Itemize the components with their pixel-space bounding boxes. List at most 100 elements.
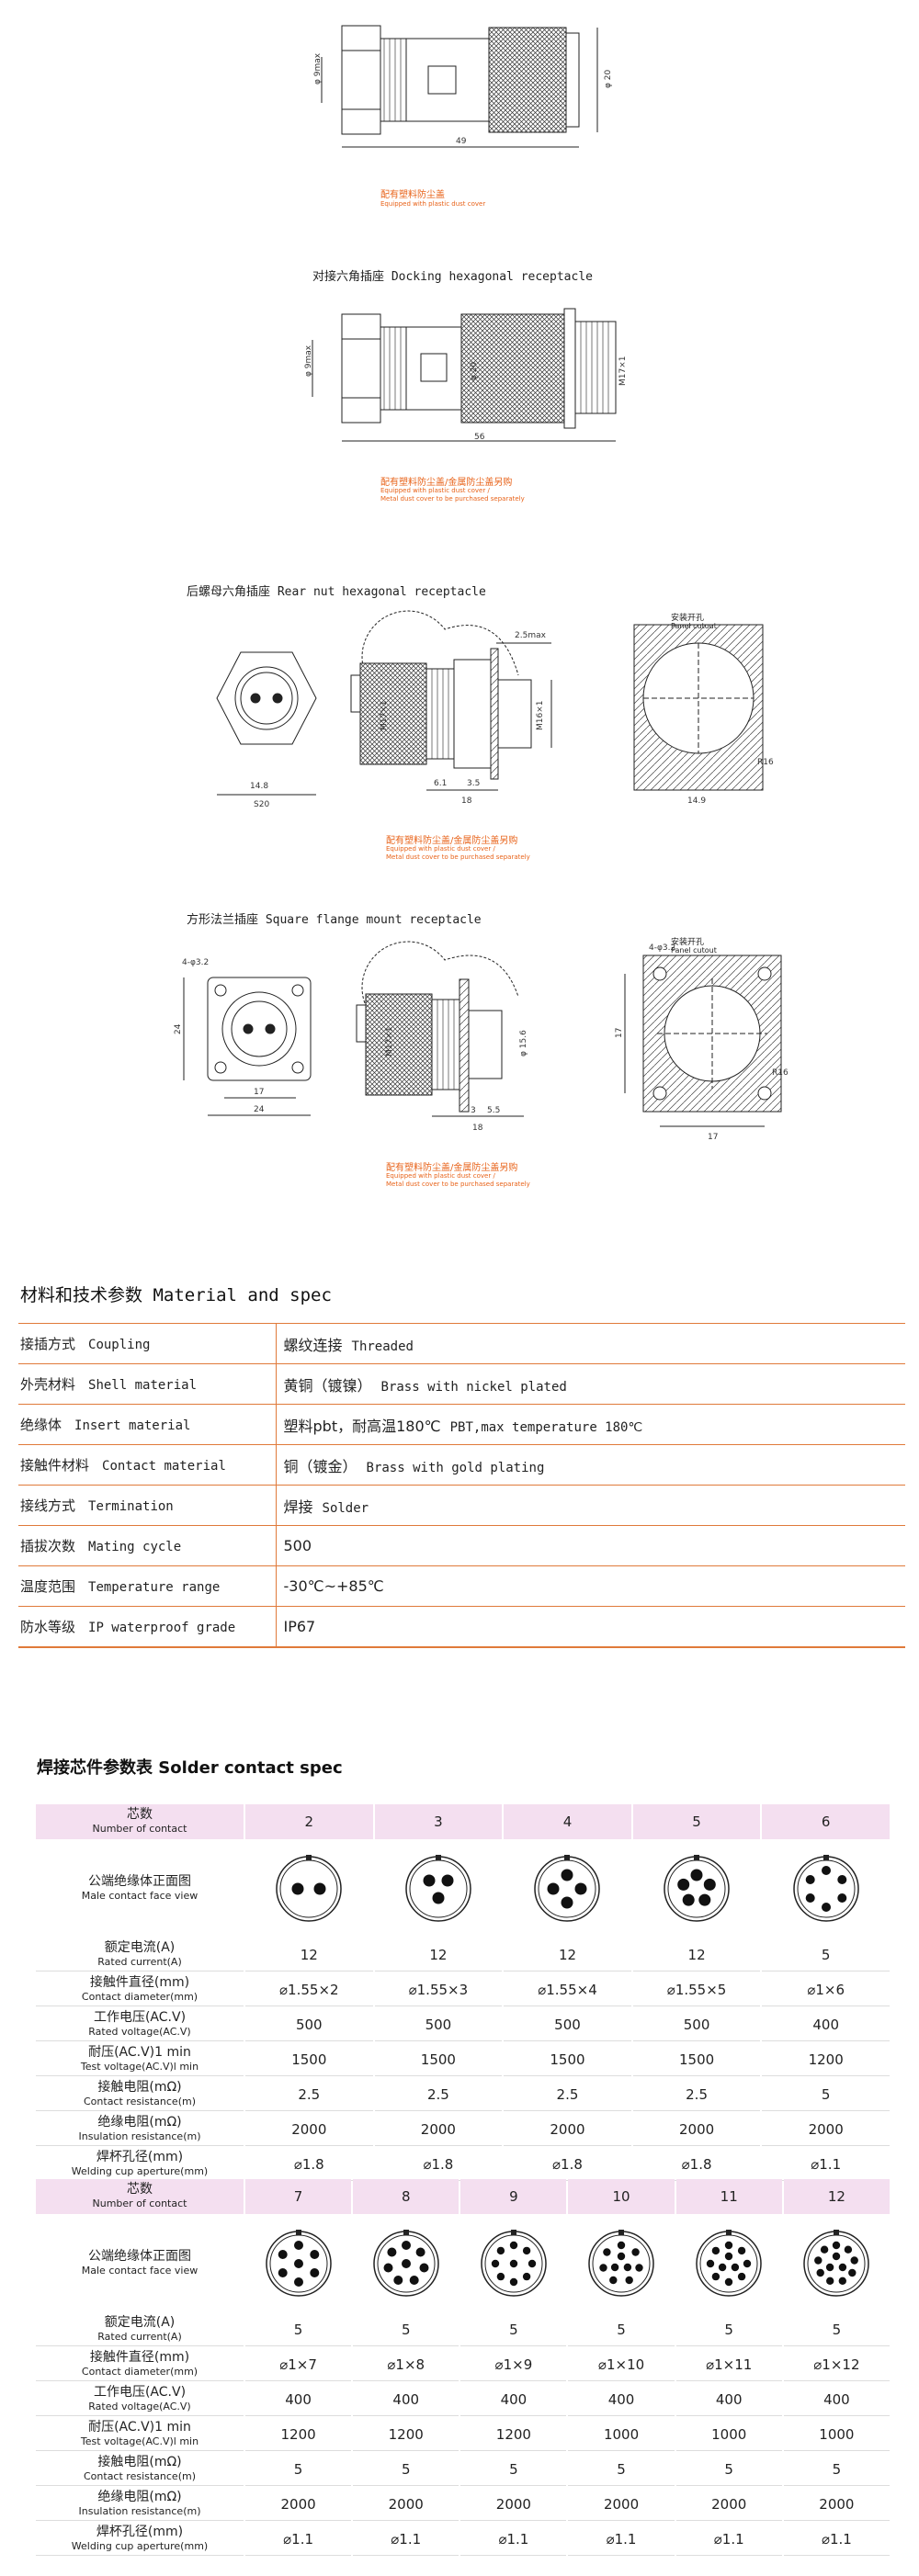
row-label-cn: 芯数 bbox=[127, 1807, 153, 1822]
square-note-en2: Metal dust cover to be purchased separat… bbox=[386, 1181, 530, 1188]
diameter-value: ⌀1×8 bbox=[353, 2348, 460, 2381]
plug-dim-douter: φ 20 bbox=[604, 69, 613, 88]
rear-dim-len: 18 bbox=[461, 797, 472, 806]
spec-key-en: Insert material bbox=[74, 1418, 191, 1433]
solder-title: 焊接芯件参数表 Solder contact spec bbox=[37, 1758, 343, 1778]
test-value: 1500 bbox=[504, 2043, 631, 2076]
square-dim-d: φ 15.6 bbox=[519, 1030, 528, 1056]
row-label-cn: 公端绝缘体正面图 bbox=[88, 2249, 191, 2264]
resistance-value: 2.5 bbox=[504, 2078, 631, 2111]
current-value: 12 bbox=[632, 1938, 761, 1972]
square-note-en1: Equipped with plastic dust cover / bbox=[386, 1172, 495, 1180]
row-label: 工作电压(AC.V)Rated voltage(AC.V) bbox=[36, 2383, 244, 2416]
row-label-en: Number of contact bbox=[92, 2198, 187, 2209]
insulation-value: 2000 bbox=[762, 2113, 890, 2146]
square-dim-thread: M17×1 bbox=[385, 1027, 394, 1056]
cup-value: ⌀1.1 bbox=[675, 2523, 782, 2556]
current-value: 5 bbox=[783, 2313, 890, 2346]
voltage-value: 400 bbox=[460, 2383, 567, 2416]
square-cutout-w: 17 bbox=[708, 1133, 718, 1142]
rear-note-cn: 配有塑料防尘盖/金属防尘盖另购 bbox=[386, 836, 518, 846]
spec-value: 黄铜（镀镍）Brass with nickel plated bbox=[275, 1363, 905, 1405]
spec-value: IP67 bbox=[275, 1606, 905, 1648]
insulation-value: 2000 bbox=[245, 2113, 373, 2146]
rear-caption: 后螺母六角插座 Rear nut hexagonal receptacle bbox=[187, 585, 486, 599]
row-label: 额定电流(A)Rated current(A) bbox=[36, 1938, 244, 1972]
spec-key-en: Coupling bbox=[88, 1338, 151, 1352]
current-value: 12 bbox=[504, 1938, 631, 1972]
row-label-en: Insulation resistance(m) bbox=[78, 2504, 201, 2517]
row-label: 接触件直径(mm)Contact diameter(mm) bbox=[36, 1973, 244, 2006]
row-label-cn: 工作电压(AC.V) bbox=[93, 2384, 187, 2400]
resistance-value: 5 bbox=[762, 2078, 890, 2111]
spec-key-cn: 外壳材料 bbox=[20, 1376, 76, 1393]
spec-value-cn: IP67 bbox=[283, 1617, 316, 1635]
cup-value: ⌀1.8 bbox=[504, 2148, 631, 2181]
face-cell bbox=[504, 1841, 631, 1937]
spec-value-en: Threaded bbox=[351, 1339, 414, 1354]
contact-face-icon bbox=[265, 2230, 332, 2297]
spec-key-en: IP waterproof grade bbox=[88, 1620, 236, 1635]
square-cutout-r: R16 bbox=[772, 1068, 789, 1078]
contact-face-icon bbox=[792, 1855, 859, 1922]
row-label-cn: 耐压(AC.V)1 min bbox=[88, 2419, 191, 2435]
cup-value: ⌀1.1 bbox=[460, 2523, 567, 2556]
voltage-value: 400 bbox=[353, 2383, 460, 2416]
face-cell bbox=[568, 2216, 674, 2311]
row-label: 工作电压(AC.V)Rated voltage(AC.V) bbox=[36, 2008, 244, 2041]
row-label-en: Test voltage(AC.V)l min bbox=[80, 2060, 199, 2073]
square-cutout-en: Panel cutout bbox=[671, 946, 717, 955]
spec-title: 材料和技术参数 Material and spec bbox=[20, 1285, 332, 1305]
test-value: 1000 bbox=[675, 2418, 782, 2451]
square-dim-a: 3 bbox=[471, 1106, 476, 1115]
row-label-cn: 绝缘电阻(mΩ) bbox=[97, 2489, 182, 2504]
face-cell bbox=[353, 2216, 459, 2311]
row-label-en: Rated current(A) bbox=[97, 2330, 182, 2343]
docking-dim-dmax: φ 9max bbox=[304, 345, 313, 377]
row-label-en: Welding cup aperture(mm) bbox=[71, 2164, 209, 2177]
contact-count: 3 bbox=[374, 1804, 503, 1839]
diameter-value: ⌀1×11 bbox=[675, 2348, 782, 2381]
cup-value: ⌀1.1 bbox=[353, 2523, 460, 2556]
insulation-value: 2000 bbox=[245, 2488, 352, 2521]
diameter-value: ⌀1×7 bbox=[245, 2348, 352, 2381]
contact-count: 12 bbox=[783, 2179, 890, 2214]
face-cell bbox=[676, 2216, 782, 2311]
spec-key-cn: 防水等级 bbox=[20, 1618, 76, 1635]
plug-dim-dmax: φ 9max bbox=[313, 52, 323, 85]
test-value: 1000 bbox=[783, 2418, 890, 2451]
test-value: 1200 bbox=[353, 2418, 460, 2451]
row-label: 额定电流(A)Rated current(A) bbox=[36, 2313, 244, 2346]
spec-value-en: Solder bbox=[322, 1500, 369, 1516]
docking-dim-douter: φ 20 bbox=[470, 361, 479, 380]
spec-key-en: Contact material bbox=[102, 1459, 226, 1474]
spec-value-cn: 塑料pbt，耐高温180℃ bbox=[283, 1417, 441, 1435]
spec-value-cn: 500 bbox=[283, 1537, 312, 1554]
face-cell bbox=[633, 1841, 761, 1937]
row-label-cn: 工作电压(AC.V) bbox=[93, 2009, 187, 2025]
rear-cutout-en: Panel cutout bbox=[671, 622, 717, 630]
current-value: 5 bbox=[245, 2313, 352, 2346]
voltage-value: 500 bbox=[374, 2008, 503, 2041]
plug-note-en: Equipped with plastic dust cover bbox=[380, 200, 486, 208]
row-label-en: Welding cup aperture(mm) bbox=[71, 2539, 209, 2552]
spec-value-cn: 螺纹连接 bbox=[283, 1336, 343, 1354]
row-label-en: Rated voltage(AC.V) bbox=[88, 2400, 191, 2412]
contact-count: 7 bbox=[245, 2179, 352, 2214]
insulation-value: 2000 bbox=[460, 2488, 567, 2521]
contact-face-icon bbox=[276, 1855, 343, 1922]
row-label-en: Test voltage(AC.V)l min bbox=[80, 2435, 199, 2447]
current-value: 5 bbox=[675, 2313, 782, 2346]
rear-cutout-r: R16 bbox=[757, 758, 774, 767]
